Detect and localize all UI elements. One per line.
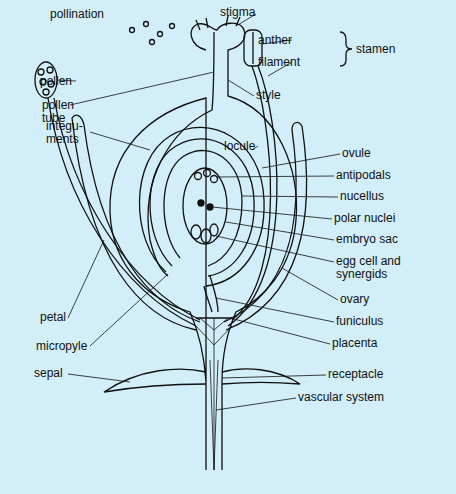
part-label: petal — [40, 311, 90, 324]
leader-line — [230, 318, 330, 344]
part-label: vascular system — [298, 391, 418, 404]
part-label: anther — [258, 34, 318, 47]
part-label: funiculus — [336, 315, 416, 328]
leader-line — [282, 268, 338, 300]
pollen-grain — [47, 67, 53, 73]
part-label: locule — [224, 140, 274, 153]
petal-outline — [224, 130, 296, 322]
synergid-cell — [210, 224, 218, 236]
vascular-strands — [196, 318, 232, 470]
part-label: polar nuclei — [334, 212, 424, 225]
part-label: sepal — [34, 367, 84, 380]
nucellus-outline — [164, 151, 242, 266]
integument-outline — [150, 139, 254, 276]
leader-line — [216, 298, 334, 322]
leader-line — [68, 240, 104, 318]
leader-line — [212, 207, 332, 219]
part-label: nucellus — [340, 190, 410, 203]
antipodal-cell — [195, 173, 202, 180]
pollen-grain — [158, 32, 163, 37]
antipodal-cell — [211, 176, 218, 183]
pollen-grain — [43, 89, 49, 95]
leader-line — [228, 80, 254, 96]
pollen-grain — [130, 28, 135, 33]
leader-line — [216, 398, 296, 410]
leader-lines — [58, 14, 340, 410]
synergid-cell — [191, 225, 201, 239]
polar-nucleus — [198, 200, 204, 206]
part-label: receptacle — [328, 368, 418, 381]
filament-line — [232, 66, 271, 320]
part-label: ovule — [342, 147, 392, 160]
part-label: micropyle — [36, 340, 106, 353]
part-label: pollination — [50, 8, 150, 21]
part-label: filament — [258, 56, 318, 69]
embryo-sac-outline — [183, 168, 227, 244]
leader-line — [70, 72, 214, 105]
pollen-grain — [150, 40, 155, 45]
part-label: integu- ments — [46, 120, 90, 146]
leader-line — [216, 236, 334, 262]
part-label: style — [256, 89, 306, 102]
leader-line — [90, 274, 168, 346]
leader-line — [90, 132, 150, 150]
petal-outline — [292, 123, 302, 130]
part-label: stigma — [220, 6, 280, 19]
part-label: ovary — [340, 293, 400, 306]
leader-line — [68, 374, 130, 382]
stamen-bracket — [340, 32, 352, 66]
antipodal-cell — [204, 170, 211, 177]
pollen-grain — [170, 24, 175, 29]
part-label: antipodals — [336, 169, 416, 182]
leader-line — [242, 196, 338, 197]
part-label: embryo sac — [336, 233, 426, 246]
leader-line — [262, 154, 340, 168]
petal-outline — [72, 118, 196, 330]
leader-line — [226, 222, 334, 240]
funiculus-line — [204, 276, 218, 312]
pollen-tube-line — [148, 32, 214, 276]
part-label: stamen — [356, 43, 416, 56]
pollen-grain — [144, 22, 149, 27]
anther-shape — [252, 32, 253, 64]
part-label: pollen — [40, 75, 80, 88]
part-label: placenta — [332, 337, 412, 350]
leader-line — [216, 176, 334, 177]
part-label: egg cell and synergids — [336, 255, 418, 281]
leader-line — [222, 375, 326, 378]
